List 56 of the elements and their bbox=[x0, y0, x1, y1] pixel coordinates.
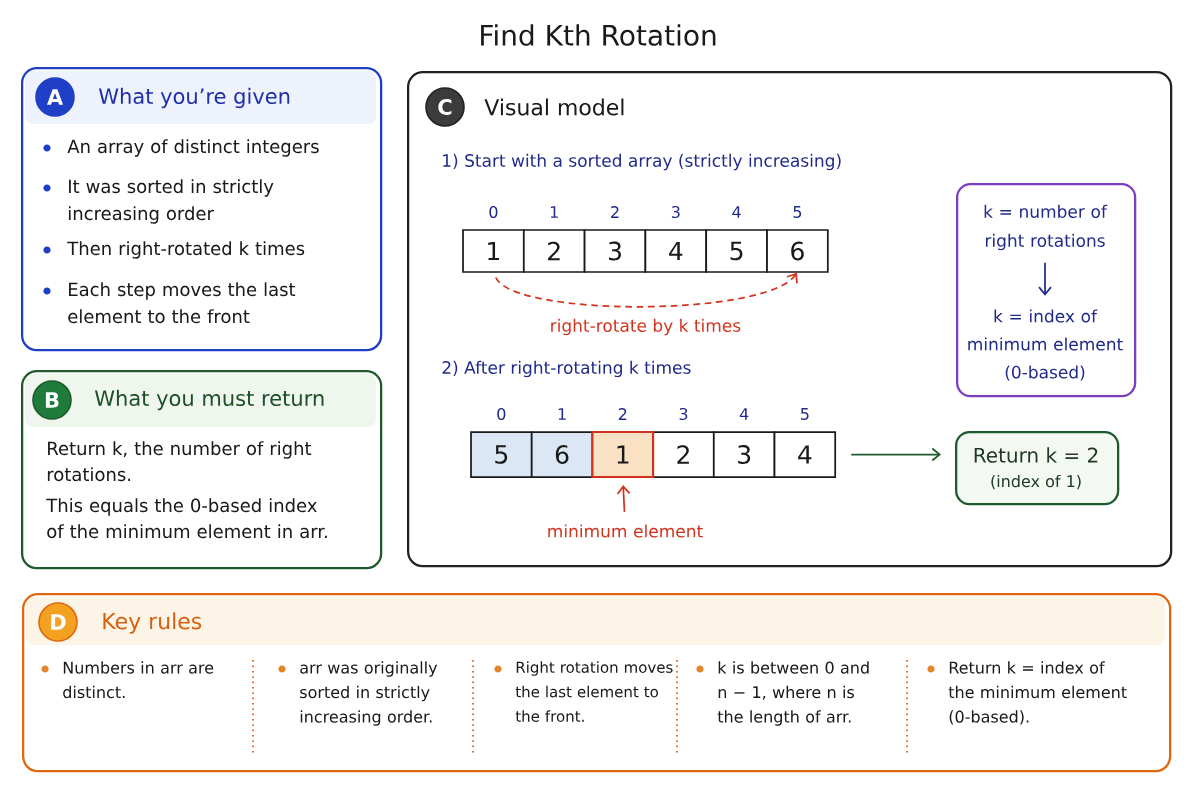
index-label: 4 bbox=[739, 408, 749, 420]
array-cell: 1 bbox=[591, 430, 655, 479]
array-cell: 4 bbox=[773, 431, 837, 478]
arrow bbox=[850, 447, 941, 462]
array-cell: 3 bbox=[712, 431, 776, 478]
note-text: k = number of right rotations bbox=[984, 204, 1108, 251]
panel-heading: What you’re given bbox=[98, 87, 290, 109]
index-label: 5 bbox=[801, 408, 809, 420]
letter-badge: D bbox=[38, 602, 78, 642]
array-cell: 6 bbox=[530, 431, 594, 478]
note-text: k = index of minimum element (0-based) bbox=[968, 309, 1123, 381]
array-cell: 5 bbox=[705, 229, 768, 273]
index-label: 0 bbox=[489, 205, 498, 219]
arrow bbox=[1038, 261, 1052, 296]
step-heading: 2) After right-rotating k times bbox=[442, 360, 691, 378]
edge-label: right-rotate by k times bbox=[547, 316, 744, 338]
panel-heading: Key rules bbox=[103, 612, 202, 634]
array-cell: 2 bbox=[652, 431, 715, 478]
array-cell: 2 bbox=[522, 229, 586, 273]
index-label: 3 bbox=[671, 205, 680, 219]
index-label: 2 bbox=[618, 408, 627, 420]
letter-badge: B bbox=[32, 380, 72, 420]
panel-heading: Visual model bbox=[484, 98, 624, 116]
curved-arrow bbox=[494, 272, 798, 308]
letter-badge: A bbox=[35, 77, 75, 117]
bullet-text: Then right-rotated k times bbox=[67, 241, 305, 259]
array-cell: 5 bbox=[470, 431, 533, 478]
array-cell: 1 bbox=[462, 229, 525, 273]
bullet-text: An array of distinct integers bbox=[67, 139, 319, 157]
body-text: This equals the 0-based index of the minimum element in arr. bbox=[46, 498, 327, 539]
arrow bbox=[616, 485, 631, 513]
index-label: 1 bbox=[550, 206, 558, 218]
index-label: 3 bbox=[679, 407, 688, 421]
index-label: 0 bbox=[497, 407, 506, 421]
array-cell: 4 bbox=[644, 229, 708, 273]
bullet-text: arr was originally sorted in strictly increasing order. bbox=[300, 661, 438, 726]
letter-badge: C bbox=[425, 87, 465, 127]
panel-heading: What you must return bbox=[94, 389, 324, 411]
annotation-text: minimum element bbox=[548, 524, 703, 538]
body-text: Return k, the number of right rotations. bbox=[47, 441, 312, 482]
bullet-text: Return k = index of the minimum element (0-based). bbox=[948, 661, 1127, 725]
bullet-text: Numbers in arr are distinct. bbox=[63, 661, 214, 699]
bullet-text: Right rotation moves the last element to the front. bbox=[515, 661, 673, 722]
index-label: 5 bbox=[793, 206, 802, 218]
array-cell: 6 bbox=[766, 229, 829, 273]
bullet-text: Each step moves the last element to the front bbox=[68, 282, 296, 324]
bullet-text: It was sorted in strictly increasing order bbox=[68, 179, 274, 224]
step-heading: 1) Start with a sorted array (strictly increasing) bbox=[443, 153, 841, 171]
array-cell: 3 bbox=[583, 229, 647, 273]
bullet-text: k is between 0 and n − 1, where n is the length of arr. bbox=[717, 661, 869, 726]
index-label: 2 bbox=[611, 206, 619, 218]
index-label: 4 bbox=[732, 206, 741, 218]
title: Find Kth Rotation bbox=[481, 24, 716, 46]
callout-box bbox=[956, 183, 1137, 398]
result-box: Return k = 2 (index of 1) bbox=[955, 431, 1120, 506]
index-label: 1 bbox=[558, 408, 566, 420]
